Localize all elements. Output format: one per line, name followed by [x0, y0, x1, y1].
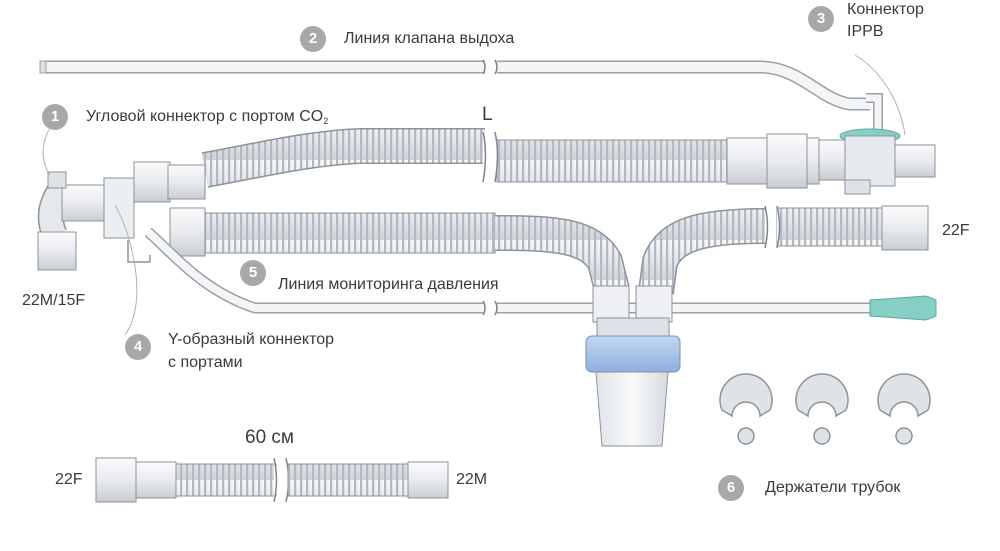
pressure-monitoring-line: [144, 227, 937, 321]
badge-3: 3: [808, 6, 834, 32]
label-y-connector-line2: с портами: [168, 354, 243, 371]
label-pressure-line: Линия мониторинга давления: [278, 276, 499, 293]
label-length-L: L: [482, 104, 493, 125]
badge-5: 5: [240, 260, 266, 286]
label-ippb-line2: IPPB: [847, 23, 884, 40]
left-connectors: [37, 161, 206, 271]
exhalation-valve-line: [39, 59, 883, 130]
label-1-text: Угловой коннектор с портом CO: [86, 108, 324, 125]
badge-6: 6: [718, 475, 744, 501]
label-ext-22f: 22F: [55, 471, 83, 488]
tube-holders: [719, 373, 931, 445]
lower-hose: [169, 205, 929, 295]
label-y-connector-line1: Y-образный коннектор: [168, 331, 335, 348]
label-60cm: 60 см: [245, 427, 294, 448]
ippb-connector: [818, 128, 936, 195]
badge-2: 2: [300, 26, 326, 52]
label-ext-22m: 22M: [456, 471, 488, 488]
label-angle-connector: Угловой коннектор с портом CO2: [86, 107, 328, 127]
label-1-sub: 2: [323, 116, 329, 126]
badge-4: 4: [125, 334, 151, 360]
label-tube-holders: Держатели трубок: [765, 479, 901, 496]
label-22m15f: 22M/15F: [22, 292, 86, 309]
badge-1: 1: [42, 104, 68, 130]
water-trap: [585, 285, 681, 447]
label-exhalation-line: Линия клапана выдоха: [344, 30, 515, 47]
label-22f-right: 22F: [942, 222, 970, 239]
upper-hose: [201, 128, 820, 189]
label-ippb-line1: Коннектор: [847, 1, 924, 18]
extension-tube: [95, 457, 449, 503]
